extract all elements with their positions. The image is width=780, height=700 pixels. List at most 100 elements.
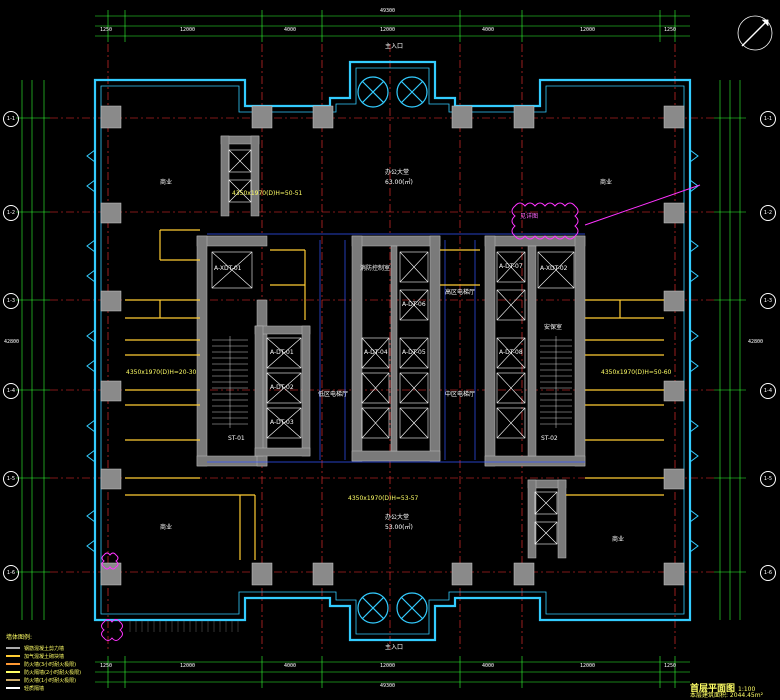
legend-swatch: [6, 671, 20, 673]
legend-item: 防火墙(3小时耐火极限): [6, 660, 81, 668]
note-spec-north: 4350x1970(D)H=50-51: [232, 190, 303, 197]
glass-facade: [93, 60, 692, 642]
axis-bubble-row-4-right: 1-4: [760, 383, 776, 399]
axis-bubble-row-3: 1-3: [3, 293, 19, 309]
room-label-mid-zone-hall: 中区电梯厅: [445, 391, 476, 398]
elevator-label-a-dt-01: A-DT-01: [270, 349, 294, 356]
dim-bottom-seg-6: 12000: [580, 663, 596, 669]
drawing-title: 首层平面图: [690, 684, 736, 694]
legend-item-label: 防火墙(3小时耐火极限): [24, 661, 77, 668]
legend-item-label: 钢筋混凝土剪力墙: [24, 645, 65, 652]
dim-left-total: 42800: [4, 339, 20, 345]
note-spec-south: 4350x1970(D)H=53-57: [348, 495, 419, 502]
axis-bubble-row-1-right: 1-1: [760, 111, 776, 127]
legend-item: 防火墙(1小时耐火极限): [6, 676, 81, 684]
elevator-label-a-dt-08: A-DT-08: [499, 349, 523, 356]
stair-label-st-01: ST-01: [228, 435, 245, 442]
dim-bottom-seg-2: 12000: [180, 663, 196, 669]
legend-swatch: [6, 679, 20, 681]
legend-swatch: [6, 647, 20, 649]
elevator-label-a-xdt-02: A-XDT-02: [540, 265, 568, 272]
dim-top-seg-6: 12000: [580, 27, 596, 33]
dim-bottom-seg-3: 4000: [284, 663, 297, 669]
entrance-label-north: 主入口: [385, 43, 404, 50]
facade-fins: [86, 149, 699, 553]
axis-bubble-row-2: 1-2: [3, 205, 19, 221]
elevator-label-a-xdt-01: A-XDT-01: [214, 265, 242, 272]
note-revision: 见详图: [520, 213, 539, 220]
partition-walls: [125, 229, 664, 560]
revision-clouds: [101, 184, 701, 641]
legend-swatch: [6, 663, 20, 665]
elevator-label-a-dt-04: A-DT-04: [364, 349, 388, 356]
room-label-shop-ne: 商业: [600, 179, 613, 186]
dim-bottom-seg-5: 4000: [482, 663, 495, 669]
dimension-lines: [16, 10, 746, 688]
axis-bubble-row-2-right: 1-2: [760, 205, 776, 221]
dim-top-seg-1: 1250: [100, 27, 113, 33]
dim-bottom-total: 49300: [380, 683, 396, 689]
legend-swatch: [6, 655, 20, 657]
elevator-label-a-dt-03: A-DT-03: [270, 419, 294, 426]
note-spec-west: 4350x1970(D)H=20-30: [126, 369, 197, 376]
axis-bubble-row-6: 1-6: [3, 565, 19, 581]
dim-top-total: 49300: [380, 8, 396, 14]
legend-item: 加气混凝土砌块墙: [6, 652, 81, 660]
legend-item: 轻质隔墙: [6, 684, 81, 692]
dim-bottom-seg-4: 12000: [380, 663, 396, 669]
elevator-label-a-dt-07: A-DT-07: [499, 263, 523, 270]
elevator-label-a-dt-06: A-DT-06: [402, 301, 426, 308]
legend-swatch: [6, 687, 20, 689]
room-area-lobby-south: 53.00(㎡): [385, 524, 413, 531]
room-label-shop-nw: 商业: [160, 179, 173, 186]
core-walls: [196, 135, 586, 559]
dim-right-total: 42800: [748, 339, 764, 345]
elevator-label-a-dt-05: A-DT-05: [402, 349, 426, 356]
room-label-shop-se: 商业: [612, 536, 625, 543]
axis-bubble-row-5-right: 1-5: [760, 471, 776, 487]
dim-bottom-seg-7: 1250: [664, 663, 677, 669]
note-spec-east: 4350x1970(D)H=50-60: [601, 369, 672, 376]
axis-bubble-row-5: 1-5: [3, 471, 19, 487]
axis-bubble-row-3-right: 1-3: [760, 293, 776, 309]
dim-top-seg-2: 12000: [180, 27, 196, 33]
room-label-lobby-south: 办公大堂: [385, 514, 410, 521]
legend-title: 墙体图例:: [6, 634, 33, 641]
legend-item-label: 防火墙(1小时耐火极限): [24, 677, 77, 684]
room-label-security: 安保室: [544, 324, 563, 331]
dim-bottom-seg-1: 1250: [100, 663, 113, 669]
legend-item: 防火隔墙(2小时耐火极限): [6, 668, 81, 676]
legend-item-label: 轻质隔墙: [24, 685, 45, 692]
axis-bubble-row-1: 1-1: [3, 111, 19, 127]
legend-item-label: 加气混凝土砌块墙: [24, 653, 65, 660]
room-label-shop-sw: 商业: [160, 524, 173, 531]
elevator-label-a-dt-02: A-DT-02: [270, 384, 294, 391]
axis-bubble-row-6-right: 1-6: [760, 565, 776, 581]
room-label-fire-control: 消防控制室: [360, 265, 391, 272]
revolving-doors: [357, 76, 428, 624]
room-label-lobby-north: 办公大堂: [385, 169, 410, 176]
axis-grid-lines: [50, 44, 715, 650]
legend-item-label: 防火隔墙(2小时耐火极限): [24, 669, 82, 676]
wall-legend: 墙体图例: 钢筋混凝土剪力墙 加气混凝土砌块墙 防火墙(3小时耐火极限) 防火隔…: [6, 632, 81, 692]
floor-area-label: 本层建筑面积: 2044.45m²: [690, 692, 763, 699]
dim-top-seg-4: 12000: [380, 27, 396, 33]
elevator-cars: [211, 149, 575, 545]
dim-top-seg-7: 1250: [664, 27, 677, 33]
room-label-low-zone-hall: 低区电梯厅: [318, 391, 349, 398]
drawing-scale: 1:100: [738, 686, 756, 693]
south-ramp-hatch: [129, 620, 239, 632]
stair-treads: [212, 336, 572, 428]
corridor-lines: [207, 233, 585, 463]
structural-columns: [100, 105, 685, 586]
axis-bubble-row-4: 1-4: [3, 383, 19, 399]
room-area-lobby-north: 63.00(㎡): [385, 179, 413, 186]
dim-top-seg-5: 4000: [482, 27, 495, 33]
legend-item: 钢筋混凝土剪力墙: [6, 644, 81, 652]
stair-label-st-02: ST-02: [541, 435, 558, 442]
north-arrow-icon: [737, 15, 773, 51]
dim-top-seg-3: 4000: [284, 27, 297, 33]
